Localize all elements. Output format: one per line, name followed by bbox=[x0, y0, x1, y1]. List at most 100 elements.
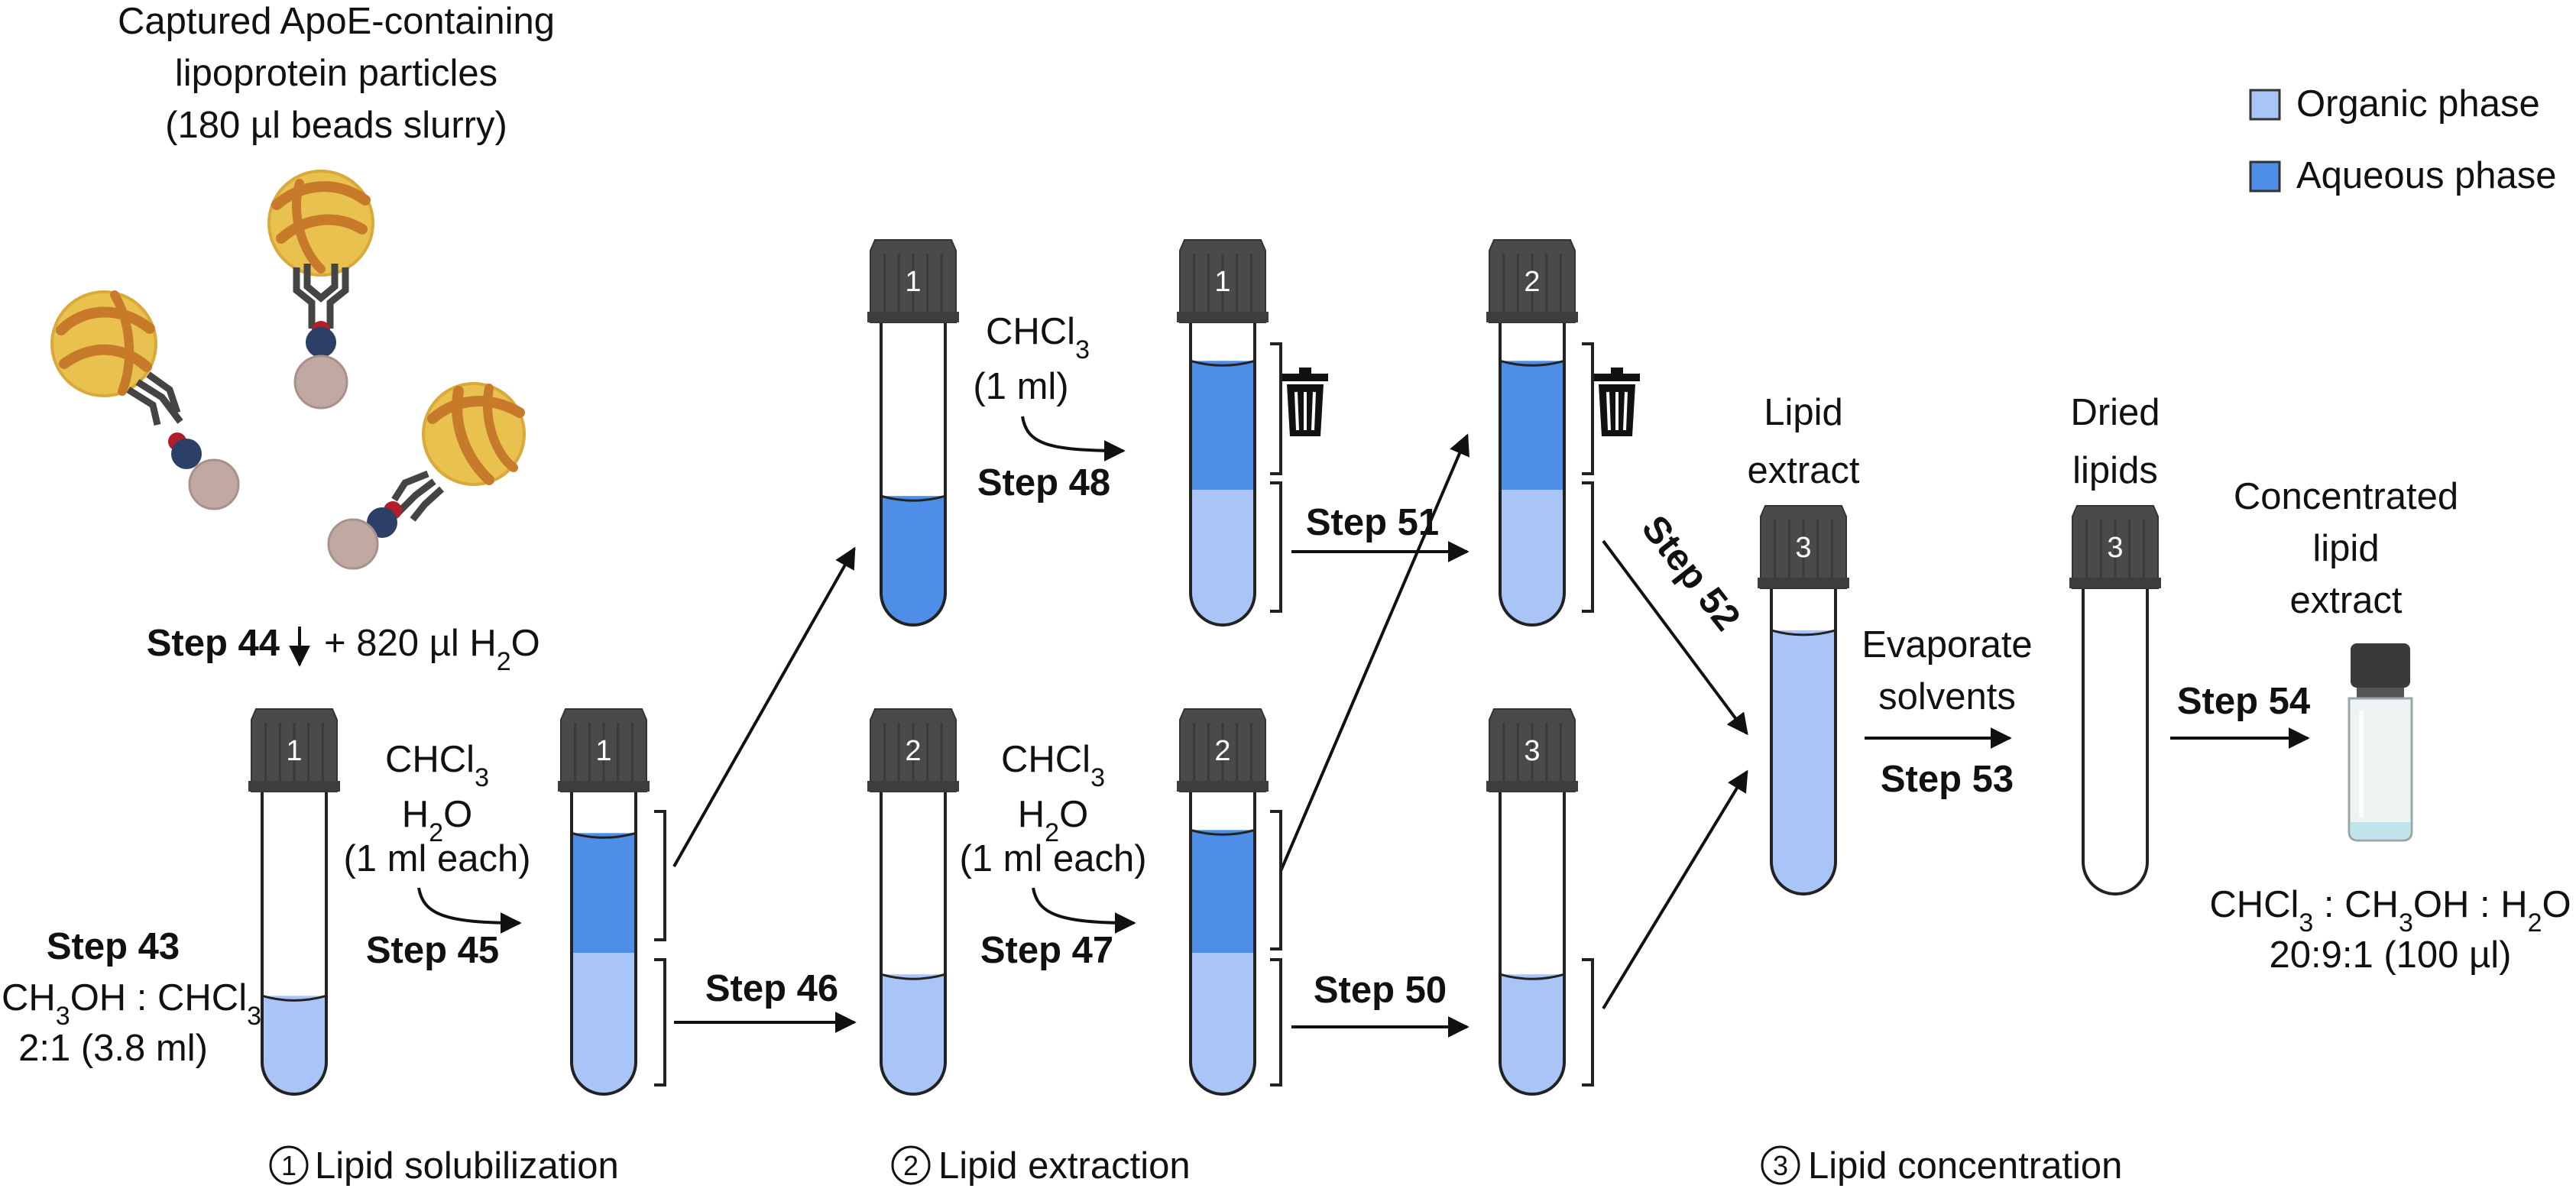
title-line-2: lipoprotein particles bbox=[175, 53, 497, 94]
final-solvent-ratio: 20:9:1 (100 µl) bbox=[2270, 934, 2512, 976]
aqueous-phase bbox=[1191, 361, 1255, 491]
phase-bracket bbox=[1270, 810, 1282, 950]
test-tube-t9: 3 bbox=[1758, 505, 1849, 895]
stage-3-label: Lipid concentration bbox=[1808, 1145, 2122, 1187]
sample-vial-icon bbox=[2348, 643, 2413, 842]
organic-phase bbox=[1191, 490, 1255, 625]
stage-1-number: 1 bbox=[281, 1150, 296, 1181]
phase-bracket bbox=[1270, 481, 1282, 613]
step43-label: Step 43 bbox=[47, 926, 180, 967]
phase-bracket bbox=[1582, 481, 1594, 613]
test-tube-t4: 1 bbox=[1177, 239, 1269, 627]
step47-reagent-2: H2O bbox=[1018, 794, 1088, 847]
stage-2-number: 2 bbox=[903, 1150, 919, 1181]
final-solvent: CHCl3 : CH3OH : H2O bbox=[2209, 884, 2571, 938]
test-tube-t2: 1 bbox=[558, 708, 650, 1096]
step45-reagent-1: CHCl3 bbox=[385, 739, 489, 792]
phase-bracket bbox=[654, 810, 666, 941]
legend-aqueous-swatch bbox=[2249, 160, 2281, 193]
tube-number: 1 bbox=[905, 266, 921, 298]
tube-number: 2 bbox=[905, 735, 921, 767]
step47-reagent-1: CHCl3 bbox=[1001, 739, 1105, 792]
organic-phase bbox=[1500, 490, 1564, 625]
tube-number: 3 bbox=[2107, 532, 2123, 564]
organic-phase bbox=[572, 953, 636, 1094]
step44-reagent: + 820 µl H2O bbox=[324, 623, 540, 676]
test-tube-t1: 1 bbox=[248, 708, 340, 1096]
trash-icon bbox=[1282, 368, 1328, 436]
concentrated-label-1: Concentrated bbox=[2234, 476, 2458, 517]
step53-label: Step 53 bbox=[1881, 759, 2014, 800]
step52-label: Step 52 bbox=[1634, 508, 1748, 639]
tube-number: 1 bbox=[595, 735, 611, 767]
step45-label: Step 45 bbox=[366, 930, 499, 971]
test-tube-t7: 2 bbox=[1486, 239, 1578, 627]
antibody-icon bbox=[126, 371, 183, 426]
test-tube-t5: 2 bbox=[867, 708, 959, 1096]
organic-phase bbox=[881, 974, 945, 1094]
aqueous-phase bbox=[1500, 361, 1564, 491]
dried-lipids-label-2: lipids bbox=[2072, 450, 2158, 491]
step50-label: Step 50 bbox=[1314, 970, 1447, 1011]
concentrated-label-3: extract bbox=[2289, 580, 2402, 621]
dried-lipids-label-1: Dried bbox=[2070, 392, 2160, 433]
step47-arrow bbox=[1032, 887, 1136, 934]
tube-number: 2 bbox=[1214, 735, 1230, 767]
step45-reagent-2: H2O bbox=[402, 794, 472, 847]
step52-arrow-bottom bbox=[1602, 769, 1748, 1010]
step52-arrow-top bbox=[1602, 539, 1748, 736]
tube-number: 2 bbox=[1524, 266, 1540, 298]
legend: Organic phase Aqueous phase bbox=[2249, 83, 2557, 196]
phase-bracket bbox=[1582, 958, 1594, 1087]
step53-action-2: solvents bbox=[1878, 676, 2016, 717]
step48-reagent: CHCl3 bbox=[986, 311, 1090, 364]
particle-top bbox=[267, 170, 374, 410]
test-tube-t10: 3 bbox=[2069, 505, 2161, 895]
step47-volume: (1 ml each) bbox=[959, 838, 1146, 879]
organic-phase bbox=[1771, 630, 1836, 894]
stage-2-label: Lipid extraction bbox=[938, 1145, 1191, 1187]
magnetic-bead-icon bbox=[188, 458, 240, 510]
magnetic-bead-icon bbox=[293, 355, 348, 410]
tube-number: 1 bbox=[286, 735, 302, 767]
tube-number: 3 bbox=[1795, 532, 1811, 564]
step53-action-1: Evaporate bbox=[1862, 624, 2032, 666]
step47-label: Step 47 bbox=[980, 930, 1113, 971]
step54-label: Step 54 bbox=[2177, 681, 2310, 722]
stage-1-label: Lipid solubilization bbox=[315, 1145, 619, 1187]
tube-number: 1 bbox=[1214, 266, 1230, 298]
step44-label: Step 44 bbox=[147, 623, 280, 664]
aqueous-phase bbox=[1191, 830, 1255, 954]
stage-1: 1 Lipid solubilization bbox=[269, 1145, 619, 1187]
legend-organic-swatch bbox=[2249, 89, 2281, 121]
stage-3-number: 3 bbox=[1773, 1150, 1788, 1181]
upper-phase-to-tube2-arrow bbox=[1279, 433, 1469, 872]
phase-bracket bbox=[1270, 958, 1282, 1087]
particle-left bbox=[50, 290, 240, 510]
brackets-layer bbox=[654, 342, 1640, 1087]
stage-3: 3 Lipid concentration bbox=[1761, 1145, 2122, 1187]
step48-volume: (1 ml) bbox=[973, 366, 1068, 407]
antibody-icon bbox=[391, 470, 445, 522]
tubes-layer: 1 1 1 1 2 2 2 3 3 3 bbox=[248, 239, 2161, 1096]
concentrated-label-2: lipid bbox=[2312, 528, 2379, 569]
organic-phase bbox=[1191, 953, 1255, 1094]
organic-phase bbox=[262, 996, 326, 1094]
aqueous-phase bbox=[881, 496, 945, 625]
step48-label: Step 48 bbox=[977, 462, 1110, 504]
phase-bracket bbox=[654, 958, 666, 1087]
test-tube-t8: 3 bbox=[1486, 708, 1578, 1096]
step45-volume: (1 ml each) bbox=[343, 838, 530, 879]
step46-label: Step 46 bbox=[705, 968, 838, 1009]
step51-label: Step 51 bbox=[1306, 502, 1439, 543]
test-tube-t6: 2 bbox=[1177, 708, 1269, 1096]
magnetic-bead-icon bbox=[327, 518, 379, 570]
phase-bracket bbox=[1270, 342, 1282, 475]
title-line-3: (180 µl beads slurry) bbox=[165, 105, 507, 146]
legend-organic-label: Organic phase bbox=[2296, 83, 2540, 125]
step48-arrow bbox=[1021, 416, 1126, 461]
lipid-extract-label-2: extract bbox=[1747, 450, 1859, 491]
upper-phase-transfer-arrow bbox=[672, 546, 856, 867]
